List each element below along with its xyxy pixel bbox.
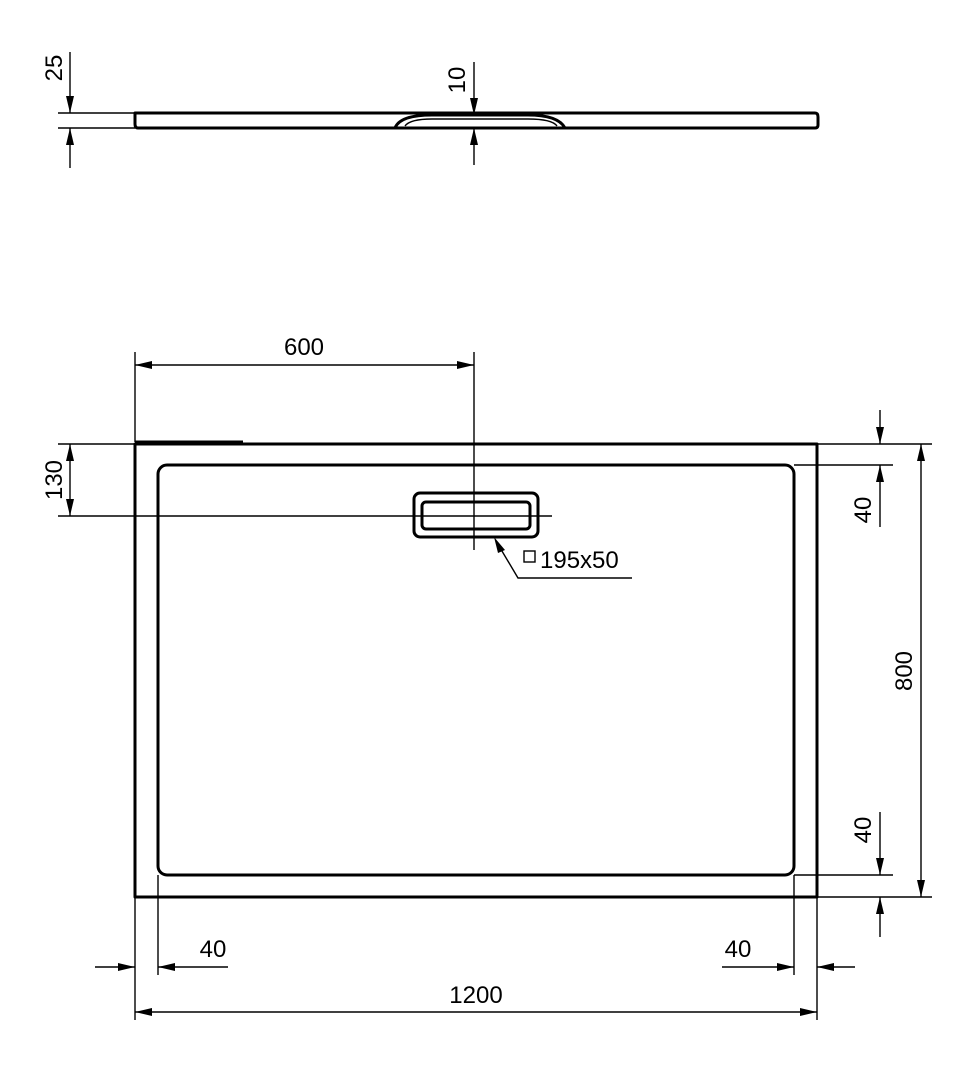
height-label: 25 [41,55,68,82]
tray-outline [133,442,819,899]
depth-dimension: 800 [891,444,925,897]
right-rim-dimension: 40 [722,875,855,1020]
top-rim-dimension: 40 [794,410,932,527]
tray-profile [133,111,820,130]
drain-offset-dimension: 130 [41,443,552,517]
width-dimension: 1200 [135,982,817,1016]
right-rim-label: 40 [725,936,752,963]
plan-view: 600 130 195x50 40 [41,334,932,1020]
square-symbol-icon [523,550,536,563]
drain-size-label: 195x50 [540,547,619,574]
drain-offset-label: 130 [41,460,68,500]
tray-basin [156,463,796,877]
width-label: 1200 [449,982,502,1009]
bottom-rim-label: 40 [850,817,877,844]
drain-recess-inner [404,118,558,127]
drain-depth-label: 10 [444,67,471,94]
side-view: 25 10 [41,52,820,168]
drain-position-dimension: 600 [134,334,475,550]
depth-label: 800 [891,651,918,691]
drain-outlet-outer [412,491,540,539]
drain-size-callout: 195x50 [494,537,632,579]
drain-depth-dimension: 10 [444,62,478,165]
drain-recess [393,113,567,129]
drain-position-label: 600 [284,334,324,361]
top-rim-label: 40 [850,497,877,524]
left-rim-dimension: 40 [95,875,228,1020]
height-dimension: 25 [41,52,135,168]
left-rim-label: 40 [200,936,227,963]
bottom-rim-dimension: 40 [794,812,932,937]
